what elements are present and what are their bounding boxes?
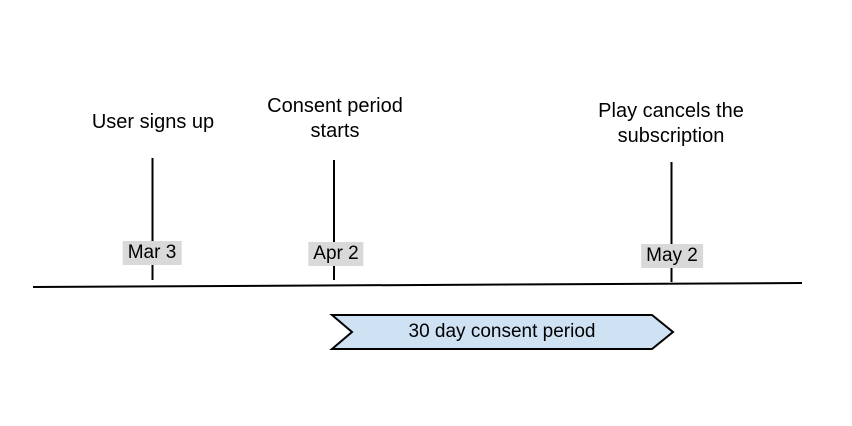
date-label-mar-3: Mar 3 — [122, 241, 182, 265]
date-label-apr-2: Apr 2 — [308, 242, 364, 266]
event-title-consent-start: Consent period starts — [267, 95, 403, 142]
consent-period-banner-label: 30 day consent period — [408, 321, 596, 342]
event-title-cancel: Play cancels the subscription — [598, 100, 744, 147]
timeline-axis-line — [32, 282, 803, 288]
consent-period-banner-shape — [329, 314, 675, 350]
event-title-signup: User signs up — [91, 111, 215, 133]
date-label-may-2: May 2 — [641, 244, 703, 268]
